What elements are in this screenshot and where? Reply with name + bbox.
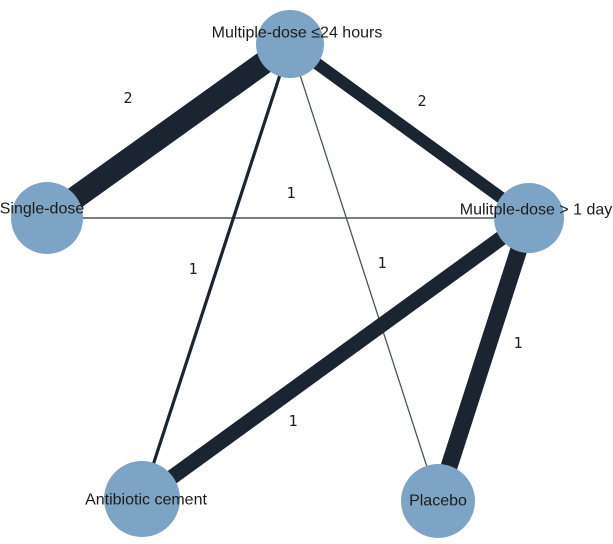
- node-label-multiple-dose-le-24-hours: Multiple-dose ≤24 hours: [212, 25, 383, 42]
- edge-weight-single-dose--multiple-dose-le-24-hours: 2: [123, 89, 132, 107]
- edge-multiple-dose-le-24-hours--multiple-dose-gt-1-day: [286, 39, 533, 223]
- edge-single-dose--multiple-dose-le-24-hours: [40, 34, 297, 228]
- node-label-multiple-dose-gt-1-day: Mulitple-dose > 1 day: [460, 202, 613, 219]
- edge-multiple-dose-gt-1-day--antibiotic-cement: [137, 211, 534, 506]
- edge-weight-multiple-dose-le-24-hours--antibiotic-cement: 1: [188, 260, 197, 278]
- node-label-placebo: Placebo: [409, 493, 467, 510]
- edge-multiple-dose-le-24-hours--antibiotic-cement: [140, 43, 292, 500]
- edge-weight-multiple-dose-gt-1-day--antibiotic-cement: 1: [288, 412, 297, 430]
- node-placebo: [401, 464, 475, 538]
- edge-multiple-dose-gt-1-day--placebo: [429, 215, 538, 504]
- edge-multiple-dose-le-24-hours--placebo: [289, 43, 439, 502]
- node-multiple-dose-le-24-hours: [256, 10, 324, 78]
- node-label-antibiotic-cement: Antibiotic cement: [85, 492, 207, 509]
- edge-weight-single-dose--multiple-dose-gt-1-day: 1: [286, 184, 295, 202]
- node-multiple-dose-gt-1-day: [494, 183, 564, 253]
- node-single-dose: [11, 182, 83, 254]
- edge-weight-multiple-dose-le-24-hours--placebo: 1: [377, 254, 386, 272]
- node-label-single-dose: Single-dose: [0, 201, 84, 218]
- node-antibiotic-cement: [104, 461, 180, 537]
- edge-weight-multiple-dose-gt-1-day--placebo: 1: [513, 334, 522, 352]
- edge-weight-multiple-dose-le-24-hours--multiple-dose-gt-1-day: 2: [417, 92, 426, 110]
